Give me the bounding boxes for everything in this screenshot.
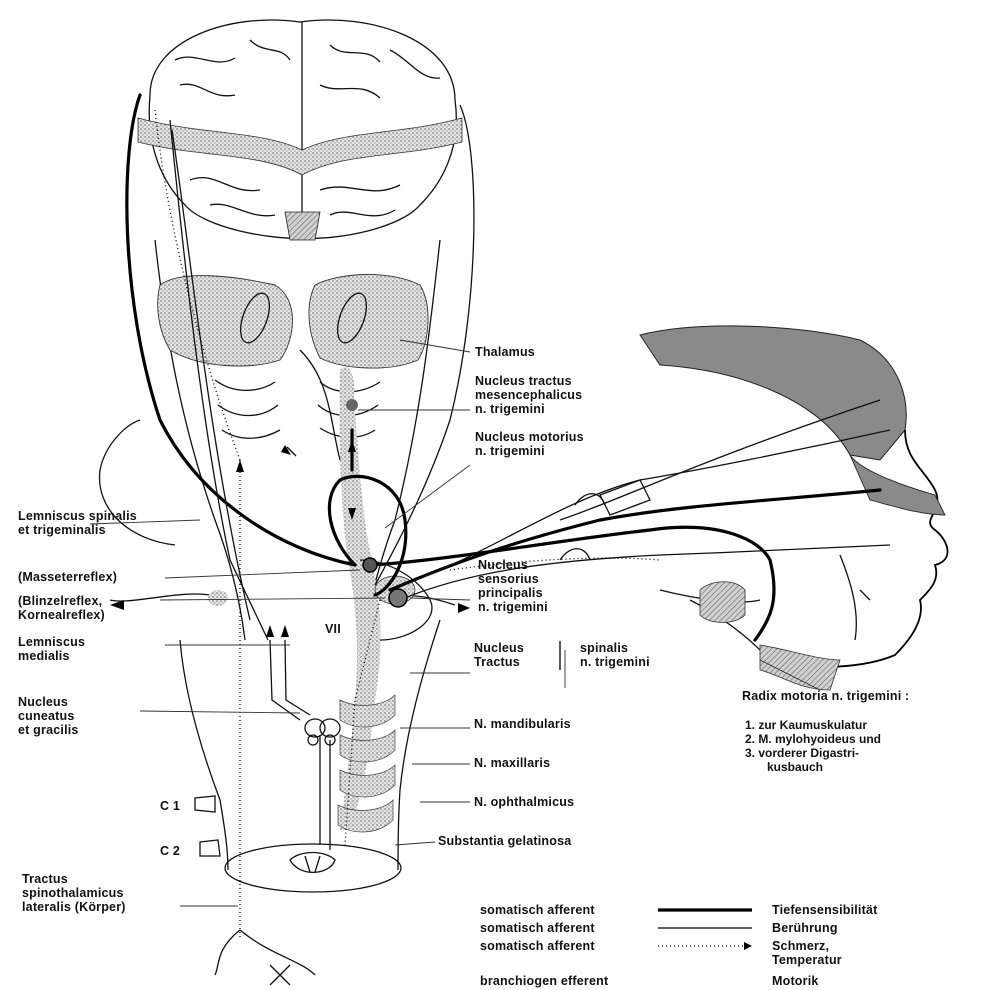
label-substantia-gelatinosa: Substantia gelatinosa	[438, 834, 572, 848]
legend-right-1: Tiefensensibilität	[772, 903, 878, 917]
label-tractus-spino-3: lateralis (Körper)	[22, 900, 126, 914]
brainstem	[155, 240, 440, 830]
label-blinzelreflex-1: (Blinzelreflex,	[18, 594, 102, 608]
legend-right-4: Temperatur	[772, 953, 842, 967]
label-nucleus-tractus-mes-3: n. trigemini	[475, 402, 545, 416]
label-radix-3a: 3. vorderer Digastri-	[745, 746, 859, 760]
label-radix-1: 1. zur Kaumuskulatur	[745, 718, 867, 732]
label-n-mandibularis: N. mandibularis	[474, 717, 571, 731]
legend-left-3: somatisch afferent	[480, 939, 595, 953]
label-nucleus-cuneatus-3: et gracilis	[18, 723, 79, 737]
label-radix-3b: kusbauch	[767, 760, 823, 774]
label-n-maxillaris: N. maxillaris	[474, 756, 550, 770]
label-nucleus-motorius-1: Nucleus motorius	[475, 430, 584, 444]
cerebrum	[138, 20, 462, 240]
label-nucleus-tractus-mes-2: mesencephalicus	[475, 388, 582, 402]
legend-arrow	[744, 942, 752, 950]
label-thalamus: Thalamus	[475, 345, 535, 359]
label-lemniscus-medialis-1: Lemniscus	[18, 635, 85, 649]
label-lemniscus-spinalis-2: et trigeminalis	[18, 523, 106, 537]
leader-lines	[90, 340, 820, 906]
label-blinzelreflex-2: Kornealreflex)	[18, 608, 105, 622]
legend-right-2: Berührung	[772, 921, 838, 935]
label-radix-title: Radix motoria n. trigemini :	[742, 689, 909, 703]
label-nucleus-sensorius-4: n. trigemini	[478, 600, 548, 614]
label-nucleus-tractus-mes-1: Nucleus tractus	[475, 374, 572, 388]
label-nucleus-sensorius-3: principalis	[478, 586, 543, 600]
label-tractus: Tractus	[474, 655, 520, 669]
label-c2: C 2	[160, 844, 180, 858]
label-c1: C 1	[160, 799, 180, 813]
label-nucleus-cuneatus-2: cuneatus	[18, 709, 74, 723]
label-nucleus: Nucleus	[474, 641, 524, 655]
labels: Thalamus Nucleus tractus mesencephalicus…	[18, 345, 909, 914]
label-lemniscus-medialis-2: medialis	[18, 649, 70, 663]
legend-right-5: Motorik	[772, 974, 819, 988]
label-tractus-spino-1: Tractus	[22, 872, 68, 886]
label-spinalis: spinalis	[580, 641, 628, 655]
label-n-ophthalmicus: N. ophthalmicus	[474, 795, 574, 809]
label-radix-2: 2. M. mylohyoideus und	[745, 732, 881, 746]
legend-left-5: branchiogen efferent	[480, 974, 609, 988]
label-lemniscus-spinalis-1: Lemniscus spinalis	[18, 509, 137, 523]
label-tractus-spino-2: spinothalamicus	[22, 886, 124, 900]
label-nucleus-sensorius-2: sensorius	[478, 572, 539, 586]
label-nucleus-sensorius-1: Nucleus	[478, 558, 528, 572]
label-n-trigemini: n. trigemini	[580, 655, 650, 669]
legend: somatisch afferent Tiefensensibilität so…	[480, 903, 878, 988]
label-vii: VII	[325, 622, 341, 636]
label-masseterreflex: (Masseterreflex)	[18, 570, 117, 584]
label-nucleus-cuneatus-1: Nucleus	[18, 695, 68, 709]
legend-left-1: somatisch afferent	[480, 903, 595, 917]
legend-left-2: somatisch afferent	[480, 921, 595, 935]
legend-right-3: Schmerz,	[772, 939, 829, 953]
label-nucleus-motorius-2: n. trigemini	[475, 444, 545, 458]
